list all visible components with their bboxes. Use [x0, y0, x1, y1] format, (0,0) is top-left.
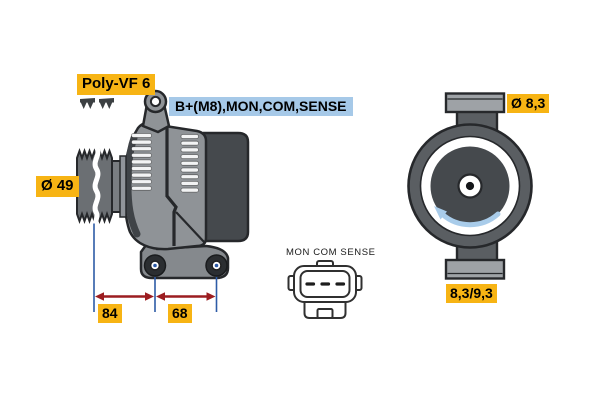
- dimension-lines: [93, 223, 218, 312]
- mount-hole-range-label: 8,3/9,3: [446, 284, 497, 304]
- body-lower-seam: [175, 211, 206, 244]
- connector-caption: MON COM SENSE: [286, 247, 376, 258]
- front-rim: [119, 155, 127, 218]
- dimension-84-label: 84: [98, 304, 122, 324]
- alternator-end-view: [407, 92, 533, 280]
- rotation-arrow-icon: [434, 206, 501, 228]
- dimension-68-label: 68: [168, 304, 192, 324]
- connections-label: B+(M8),MON,COM,SENSE: [169, 97, 353, 117]
- belt-type-label: Poly-VF 6: [77, 74, 156, 95]
- pulley-diameter-label: Ø 49: [36, 176, 79, 197]
- body-parting-line: [165, 126, 178, 246]
- mount-hole-diameter-label: Ø 8,3: [507, 94, 550, 114]
- vent-slots-front: [131, 133, 152, 191]
- dimension-arrows: [95, 292, 216, 301]
- body-front-shade: [124, 134, 141, 238]
- shaft-center: [465, 181, 475, 191]
- top-mounting-lug: [141, 89, 171, 134]
- connector-notch: [316, 308, 334, 319]
- alternator-side-view: [76, 89, 250, 312]
- mounting-lug-holes: [143, 254, 228, 277]
- rear-housing: [202, 131, 250, 243]
- belt-profile-icon: [80, 98, 114, 109]
- vent-slots-rear: [180, 134, 199, 193]
- connector-diagram: [287, 260, 363, 319]
- pulley-break-line: [92, 144, 101, 227]
